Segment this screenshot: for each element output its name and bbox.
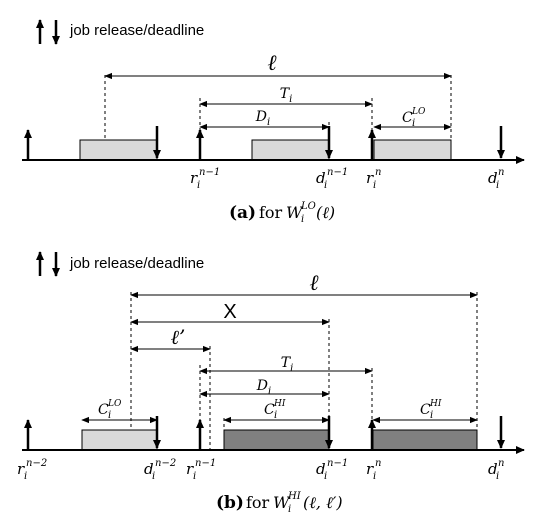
svg-text:HI: HI	[429, 399, 442, 409]
legend-label: job release/deadline	[69, 255, 204, 272]
svg-text:n−1: n−1	[327, 458, 348, 469]
svg-text:i: i	[108, 410, 111, 421]
svg-text:C: C	[98, 402, 109, 418]
hi-job-block	[372, 429, 478, 451]
panel-b: job release/deadline ℓ X ℓ’ Ti Di	[17, 251, 525, 515]
svg-text:C: C	[402, 110, 413, 126]
ell-label: ℓ	[309, 271, 319, 296]
tick-label-r-n: r i n	[366, 167, 381, 191]
caption-a: (a) for W i LO (ℓ)	[229, 201, 335, 225]
ell-prime-label: ℓ’	[171, 325, 186, 349]
hi-job-block	[223, 429, 330, 451]
svg-text:i: i	[152, 471, 155, 482]
svg-text:(b): (b)	[216, 493, 244, 513]
svg-text:HI: HI	[273, 399, 286, 409]
svg-text:d: d	[144, 460, 154, 478]
svg-text:n−1: n−1	[327, 167, 348, 178]
svg-text:for: for	[246, 493, 270, 512]
svg-text:i: i	[288, 504, 291, 515]
svg-text:LO: LO	[300, 201, 316, 212]
legend-label: job release/deadline	[69, 22, 204, 39]
svg-text:d: d	[488, 169, 498, 187]
svg-text:r: r	[186, 460, 194, 478]
svg-text:r: r	[17, 460, 25, 478]
caption-b: (b) for W i HI (ℓ, ℓ′)	[216, 491, 343, 515]
svg-text:i: i	[412, 118, 415, 129]
svg-text:C: C	[264, 402, 275, 418]
svg-text:d: d	[488, 460, 498, 478]
svg-text:n: n	[375, 458, 381, 469]
svg-text:n−2: n−2	[26, 458, 47, 469]
svg-text:n: n	[498, 167, 504, 178]
period-label: Ti	[280, 86, 293, 105]
tick-label-d-n: d i n	[488, 458, 504, 482]
svg-text:n−2: n−2	[155, 458, 176, 469]
svg-text:i: i	[373, 471, 376, 482]
svg-text:(ℓ, ℓ′): (ℓ, ℓ′)	[303, 493, 343, 512]
tick-label-d-n: d i n	[488, 167, 504, 191]
tick-label-r-prev: r i n−1	[190, 167, 220, 191]
tick-label-r-n: r i n	[366, 458, 381, 482]
svg-text:r: r	[190, 169, 198, 187]
wcet-hi-label: C i HI	[420, 399, 442, 421]
lo-job-block	[79, 139, 158, 161]
wcet-lo-label: C i LO	[402, 107, 426, 129]
svg-text:i: i	[324, 471, 327, 482]
svg-text:r: r	[366, 460, 374, 478]
tick-label-r-n1: r i n−1	[186, 458, 216, 482]
lo-job-block	[373, 139, 452, 161]
svg-text:LO: LO	[411, 107, 426, 117]
svg-text:i: i	[274, 410, 277, 421]
tick-label-r-n2: r i n−2	[17, 458, 47, 482]
svg-text:i: i	[430, 410, 433, 421]
tick-label-d-n2: d i n−2	[144, 458, 176, 482]
svg-text:i: i	[193, 471, 196, 482]
svg-text:LO: LO	[107, 399, 122, 409]
x-label: X	[223, 301, 236, 323]
lo-job-block	[81, 429, 158, 451]
svg-text:i: i	[324, 180, 327, 191]
svg-text:W: W	[286, 203, 304, 222]
wcet-lo-label: C i LO	[98, 399, 122, 421]
ell-label: ℓ	[267, 51, 277, 76]
svg-text:n: n	[375, 167, 381, 178]
svg-text:(ℓ): (ℓ)	[316, 203, 335, 222]
svg-text:for: for	[259, 203, 283, 222]
svg-text:n−1: n−1	[195, 458, 216, 469]
svg-text:i: i	[301, 214, 304, 225]
svg-text:(a): (a)	[229, 203, 256, 223]
deadline-label: Di	[256, 378, 271, 397]
tick-label-d-n1: d i n−1	[316, 458, 348, 482]
svg-text:W: W	[273, 493, 291, 512]
svg-text:i: i	[197, 180, 200, 191]
svg-text:i: i	[496, 471, 499, 482]
svg-text:n: n	[498, 458, 504, 469]
svg-text:n−1: n−1	[199, 167, 220, 178]
svg-text:i: i	[24, 471, 27, 482]
tick-label-d-prev: d i n−1	[316, 167, 348, 191]
legend-a: job release/deadline	[35, 19, 204, 45]
lo-job-block	[251, 139, 330, 161]
svg-text:r: r	[366, 169, 374, 187]
panel-a: job release/deadline ℓ Ti Di C i LO	[22, 19, 525, 225]
svg-text:i: i	[496, 180, 499, 191]
svg-text:i: i	[373, 180, 376, 191]
svg-text:C: C	[420, 402, 431, 418]
period-label: Ti	[281, 355, 294, 374]
legend-b: job release/deadline	[35, 251, 204, 277]
svg-text:d: d	[316, 460, 326, 478]
deadline-label: Di	[255, 109, 270, 128]
wcet-hi-label: C i HI	[264, 399, 286, 421]
svg-text:d: d	[316, 169, 326, 187]
svg-text:HI: HI	[287, 491, 302, 502]
